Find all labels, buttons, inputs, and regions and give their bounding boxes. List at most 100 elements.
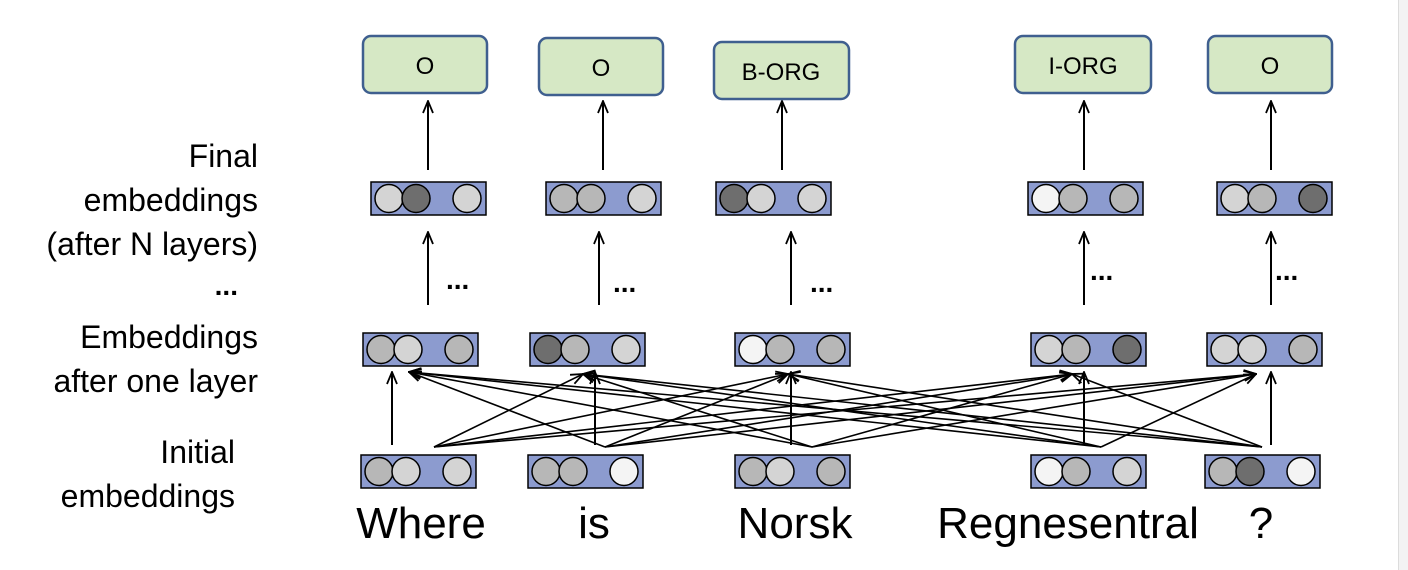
embedding-vector (362, 332, 479, 367)
embedding-unit (738, 334, 768, 365)
embedding-vector (529, 332, 646, 367)
arrow-line (409, 372, 606, 448)
ellipsis-mark: ... (1275, 255, 1298, 286)
embedding-unit (765, 456, 795, 487)
embedding-unit (816, 334, 846, 365)
arrow-line (788, 374, 1263, 448)
embedding-vector (545, 181, 662, 216)
input-word: Norsk (738, 499, 854, 548)
embedding-unit (1061, 334, 1091, 365)
attention-connections (409, 372, 1263, 448)
embedding-unit (1034, 456, 1064, 487)
embedding-unit (391, 456, 421, 487)
embedding-unit (533, 334, 563, 365)
embedding-unit (609, 456, 639, 487)
ellipsis-mark: ... (446, 264, 469, 295)
input-word: is (578, 499, 610, 548)
embedding-unit (1112, 456, 1142, 487)
tag-label: B-ORG (742, 59, 821, 86)
label-final-embeddings: Final embeddings (after N layers) (46, 134, 258, 266)
tag-box: O (1206, 34, 1334, 95)
arrow-line (433, 374, 1072, 448)
tag-box: O (361, 34, 489, 95)
label-line: embeddings (60, 478, 235, 514)
embedding-unit (738, 456, 768, 487)
ellipsis-mark: ... (810, 267, 833, 298)
embedding-unit (1034, 334, 1064, 365)
embedding-vector (1206, 332, 1323, 367)
arrow-line (1072, 374, 1263, 448)
embedding-unit (442, 456, 472, 487)
input-word: ? (1249, 499, 1273, 548)
label-line: Final (188, 138, 258, 174)
embedding-unit (560, 334, 590, 365)
arrow-line (583, 374, 813, 448)
embedding-unit (765, 334, 795, 365)
embedding-unit (531, 456, 561, 487)
ellipsis-mark: ... (1090, 255, 1113, 286)
embedding-unit (1109, 183, 1139, 214)
embedding-vector (1204, 454, 1321, 489)
arrow-line (409, 372, 813, 448)
embedding-unit (719, 183, 749, 214)
window-edge (1398, 0, 1408, 570)
embedding-vector (1027, 181, 1144, 216)
embedding-unit (1235, 456, 1265, 487)
embedding-vector (734, 454, 851, 489)
embedding-unit (374, 183, 404, 214)
embedding-unit (444, 334, 474, 365)
embedding-unit (797, 183, 827, 214)
arrow-line (409, 372, 1263, 448)
arrow-line (433, 374, 788, 448)
embedding-unit (1220, 183, 1250, 214)
embedding-vectors (360, 181, 1333, 489)
embedding-unit (364, 456, 394, 487)
embedding-unit (1288, 334, 1318, 365)
tag-box: O (537, 36, 665, 97)
label-after-one-layer: Embeddings after one layer (53, 315, 258, 403)
embedding-vector (1030, 332, 1147, 367)
embedding-unit (1058, 183, 1088, 214)
embedding-unit (1210, 334, 1240, 365)
vertical-arrows (392, 101, 1271, 445)
embedding-unit (746, 183, 776, 214)
arrow-line (788, 374, 1102, 448)
embedding-vector (1030, 454, 1147, 489)
embedding-unit (1298, 183, 1328, 214)
input-word: Where (356, 499, 486, 548)
ellipsis-mark: ... (613, 267, 636, 298)
embedding-vector (1216, 181, 1333, 216)
input-word: Regnesentral (937, 499, 1199, 548)
label-line: (after N layers) (46, 226, 258, 262)
embedding-unit (1286, 456, 1316, 487)
arrow-line (604, 374, 1256, 448)
label-ellipsis: ... (214, 270, 238, 301)
embedding-unit (1208, 456, 1238, 487)
embedding-unit (1031, 183, 1061, 214)
tag-label: O (1261, 53, 1280, 80)
embedding-unit (1061, 456, 1091, 487)
tag-label: O (592, 55, 611, 82)
embedding-unit (549, 183, 579, 214)
embedding-vector (360, 454, 477, 489)
embedding-unit (1247, 183, 1277, 214)
embedding-unit (816, 456, 846, 487)
embedding-unit (401, 183, 431, 214)
arrow-line (811, 374, 1256, 448)
tag-box: B-ORG (712, 40, 851, 101)
arrow-line (409, 372, 1102, 448)
tag-label: O (416, 53, 435, 80)
tag-box: I-ORG (1013, 34, 1153, 95)
embedding-vector (734, 332, 851, 367)
embedding-unit (1112, 334, 1142, 365)
embedding-vector (527, 454, 644, 489)
arrow-line (583, 374, 1263, 448)
embedding-vector (370, 181, 487, 216)
embedding-unit (1237, 334, 1267, 365)
embedding-unit (627, 183, 657, 214)
embedding-unit (393, 334, 423, 365)
label-initial-embeddings: Initial embeddings (61, 430, 235, 518)
embedding-unit (611, 334, 641, 365)
embedding-unit (452, 183, 482, 214)
label-line: embeddings (83, 182, 258, 218)
